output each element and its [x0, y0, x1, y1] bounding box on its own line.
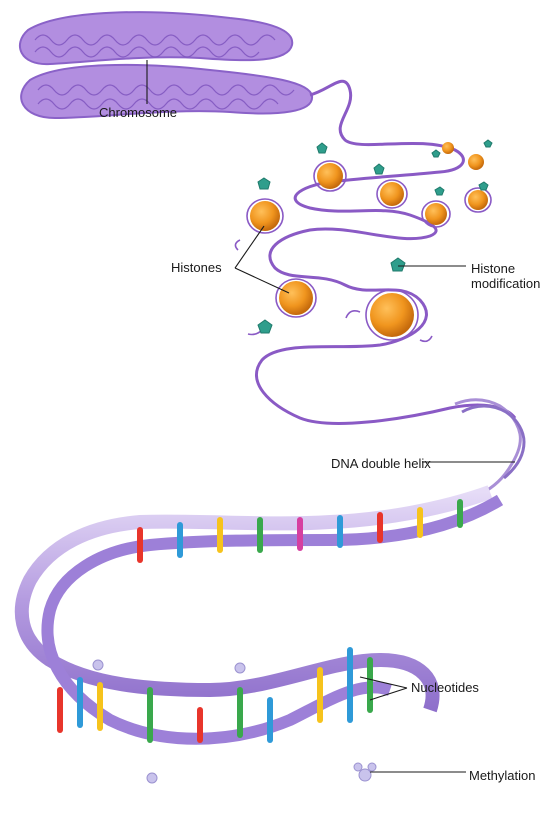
modification-pentagon	[434, 186, 445, 196]
dna-helix-thin	[454, 398, 526, 498]
label-histones: Histones	[171, 260, 222, 275]
methyl-group	[353, 762, 363, 772]
methyl-group	[358, 768, 372, 782]
histone-core	[468, 190, 488, 210]
modification-pentagon	[373, 163, 385, 175]
histone-core	[317, 163, 343, 189]
histone-core	[380, 182, 404, 206]
methyl-group	[234, 662, 246, 674]
histone-core	[442, 142, 454, 154]
label-dna-double-helix: DNA double helix	[331, 456, 431, 471]
methyl-group	[92, 659, 104, 671]
label-histone-modification-line2: modification	[471, 276, 541, 291]
histone-core	[425, 203, 447, 225]
modification-pentagon	[257, 319, 273, 334]
histone-core	[370, 293, 414, 337]
modification-pentagon	[431, 149, 441, 158]
modification-pentagon	[478, 181, 489, 191]
chromosome-arm-upper	[18, 11, 294, 66]
chromosome	[18, 11, 314, 120]
modification-pentagon	[483, 139, 493, 148]
label-histone-modification: Histone modification	[471, 261, 540, 291]
modification-pentagon	[257, 177, 271, 190]
label-chromosome: Chromosome	[99, 105, 178, 120]
leader-lines	[146, 60, 515, 773]
label-nucleotides: Nucleotides	[411, 680, 479, 695]
histone-core	[468, 154, 484, 170]
modification-pentagon	[316, 142, 328, 154]
methyl-group	[367, 762, 377, 772]
histones	[234, 142, 492, 343]
chromatin-fiber	[255, 79, 517, 425]
modification-pentagon	[390, 257, 406, 272]
histone-modifications	[257, 139, 493, 334]
nucleotides	[57, 499, 463, 743]
methyl-group	[146, 772, 158, 784]
chromosome-arm-lower	[20, 63, 314, 120]
methyl-groups	[92, 659, 377, 784]
histone-core	[279, 281, 313, 315]
label-histone-modification-line1: Histone	[471, 261, 516, 276]
histone-core	[250, 201, 280, 231]
dna-helix	[14, 485, 504, 745]
label-methylation: Methylation	[469, 768, 536, 783]
